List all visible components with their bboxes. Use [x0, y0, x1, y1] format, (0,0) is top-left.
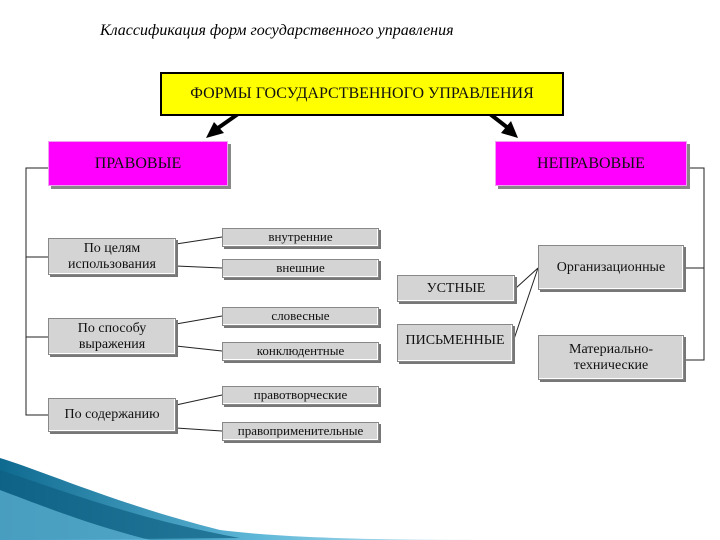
oral-node: УСТНЫЕ — [397, 275, 515, 302]
arrow-right-icon — [488, 112, 518, 138]
criterion-content: По содержанию — [48, 398, 176, 432]
value-verbal: словесные — [222, 307, 379, 326]
criterion-expression: По способу выражения — [48, 318, 176, 355]
decorative-wave — [0, 458, 520, 540]
nonlegal-node: НЕПРАВОВЫЕ — [495, 141, 687, 186]
arrow-left-icon — [206, 112, 240, 138]
organizational-node: Организационные — [538, 245, 684, 290]
value-internal: внутренние — [222, 228, 379, 247]
criterion-purpose: По целям использования — [48, 238, 176, 275]
material-technical-node: Материально-технические — [538, 335, 684, 380]
value-external: внешние — [222, 259, 379, 278]
legal-node: ПРАВОВЫЕ — [48, 141, 228, 186]
value-lawmaking: правотворческие — [222, 386, 379, 405]
root-node: ФОРМЫ ГОСУДАРСТВЕННОГО УПРАВЛЕНИЯ — [160, 72, 564, 116]
value-conclusive: конклюдентные — [222, 342, 379, 361]
written-node: ПИСЬМЕННЫЕ — [397, 324, 513, 362]
value-law-enforcement: правоприменительные — [222, 422, 379, 441]
page-title: Классификация форм государственного упра… — [100, 22, 454, 39]
